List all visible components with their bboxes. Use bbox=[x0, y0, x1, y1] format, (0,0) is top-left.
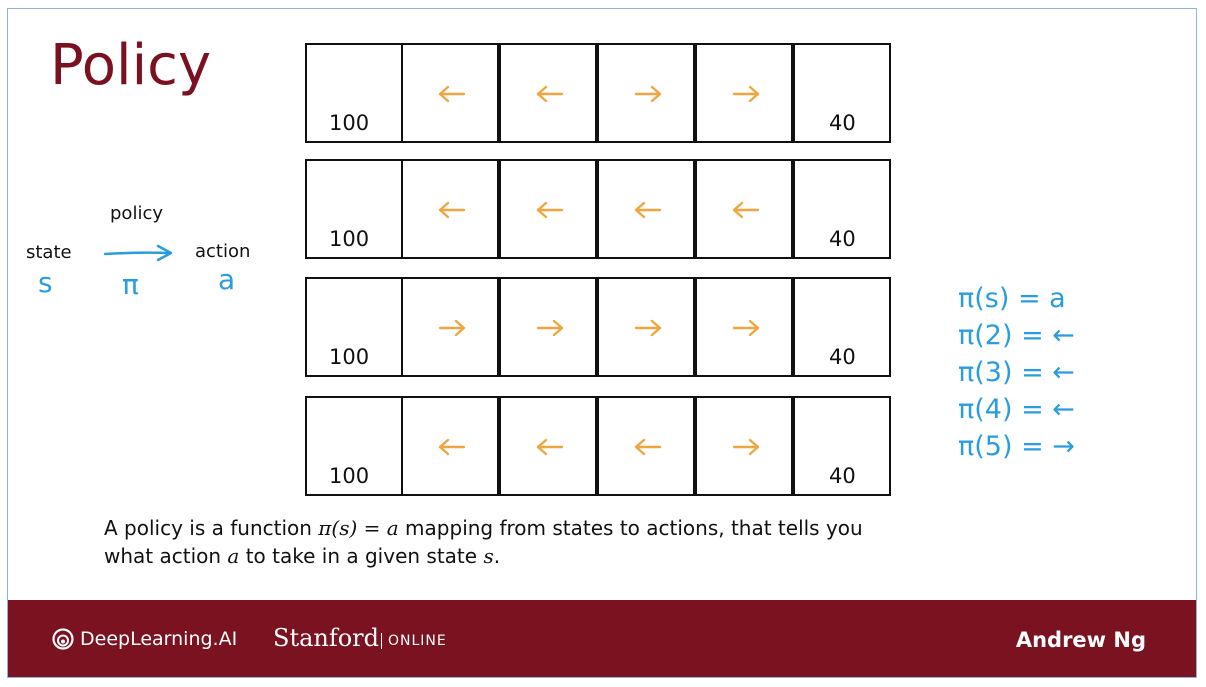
arrow-right-icon bbox=[732, 319, 760, 337]
reward-right: 40 bbox=[829, 464, 856, 488]
policy-arrow-icon bbox=[103, 244, 173, 262]
slide-footer: DeepLearning.AI Stanford ONLINE Andrew N… bbox=[8, 600, 1196, 677]
grid-cell: 100 bbox=[305, 277, 403, 377]
caption-text: to take in a given state bbox=[239, 544, 484, 568]
state-label: state bbox=[26, 242, 72, 263]
brand-name: DeepLearning.AI bbox=[80, 628, 238, 650]
grid-cell: 40 bbox=[793, 396, 891, 496]
formula-line: π(2) = ← bbox=[958, 320, 1075, 351]
policy-grid-row: 100 40 bbox=[305, 159, 892, 259]
reward-left: 100 bbox=[329, 464, 370, 488]
arrow-left-icon bbox=[438, 85, 466, 103]
deeplearning-logo: DeepLearning.AI bbox=[52, 628, 237, 650]
formula-line: π(5) = → bbox=[958, 431, 1075, 462]
grid-cell bbox=[499, 43, 597, 143]
formula-line: π(4) = ← bbox=[958, 394, 1075, 425]
grid-cell bbox=[695, 159, 793, 259]
policy-grid-row: 100 40 bbox=[305, 396, 892, 496]
reward-right: 40 bbox=[829, 111, 856, 135]
caption-math: π(s) = a bbox=[318, 516, 399, 540]
arrow-left-icon bbox=[438, 201, 466, 219]
slide-caption: A policy is a function π(s) = a mapping … bbox=[104, 514, 863, 570]
caption-var-a: a bbox=[227, 544, 240, 568]
slide-title: Policy bbox=[50, 33, 212, 98]
grid-cell bbox=[401, 43, 499, 143]
stanford-logo: Stanford bbox=[273, 624, 380, 652]
arrow-right-icon bbox=[536, 319, 564, 337]
grid-cell: 40 bbox=[793, 277, 891, 377]
grid-cell bbox=[499, 277, 597, 377]
grid-cell bbox=[401, 396, 499, 496]
grid-cell bbox=[597, 277, 695, 377]
policy-label: policy bbox=[110, 203, 163, 224]
grid-cell bbox=[597, 43, 695, 143]
grid-cell: 100 bbox=[305, 159, 403, 259]
grid-cell bbox=[695, 43, 793, 143]
arrow-left-icon bbox=[634, 201, 662, 219]
arrow-right-icon bbox=[634, 85, 662, 103]
deeplearning-logo-icon bbox=[52, 628, 74, 650]
policy-grid-row: 100 40 bbox=[305, 43, 892, 143]
arrow-left-icon bbox=[732, 201, 760, 219]
grid-cell bbox=[695, 396, 793, 496]
formula-line: π(s) = a bbox=[958, 283, 1066, 314]
grid-cell bbox=[695, 277, 793, 377]
grid-cell bbox=[499, 396, 597, 496]
author-name: Andrew Ng bbox=[1015, 628, 1146, 652]
grid-cell: 100 bbox=[305, 396, 403, 496]
arrow-right-icon bbox=[732, 438, 760, 456]
policy-symbol: π bbox=[122, 268, 139, 301]
caption-text: what action bbox=[104, 544, 228, 568]
stanford-online-label: ONLINE bbox=[381, 633, 447, 649]
caption-text: . bbox=[493, 544, 501, 568]
action-label: action bbox=[195, 241, 251, 262]
reward-left: 100 bbox=[329, 227, 370, 251]
arrow-left-icon bbox=[536, 85, 564, 103]
grid-cell bbox=[401, 159, 499, 259]
arrow-right-icon bbox=[634, 319, 662, 337]
arrow-left-icon bbox=[536, 201, 564, 219]
arrow-left-icon bbox=[536, 438, 564, 456]
arrow-left-icon bbox=[634, 438, 662, 456]
grid-cell: 100 bbox=[305, 43, 403, 143]
arrow-left-icon bbox=[438, 438, 466, 456]
policy-grid-row: 100 40 bbox=[305, 277, 892, 377]
grid-cell bbox=[597, 159, 695, 259]
grid-cell: 40 bbox=[793, 159, 891, 259]
policy-formulas: π(s) = a π(2) = ← π(3) = ← π(4) = ← π(5)… bbox=[958, 280, 1075, 465]
arrow-right-icon bbox=[732, 85, 760, 103]
caption-var-s: s bbox=[483, 544, 494, 568]
reward-right: 40 bbox=[829, 345, 856, 369]
arrow-right-icon bbox=[438, 319, 466, 337]
action-symbol: a bbox=[218, 263, 236, 296]
state-symbol: s bbox=[38, 266, 53, 299]
reward-right: 40 bbox=[829, 227, 856, 251]
grid-cell bbox=[597, 396, 695, 496]
reward-left: 100 bbox=[329, 345, 370, 369]
caption-text: A policy is a function bbox=[104, 516, 319, 540]
grid-cell: 40 bbox=[793, 43, 891, 143]
formula-line: π(3) = ← bbox=[958, 357, 1075, 388]
reward-left: 100 bbox=[329, 111, 370, 135]
caption-text: mapping from states to actions, that tel… bbox=[398, 516, 863, 540]
grid-cell bbox=[401, 277, 499, 377]
grid-cell bbox=[499, 159, 597, 259]
